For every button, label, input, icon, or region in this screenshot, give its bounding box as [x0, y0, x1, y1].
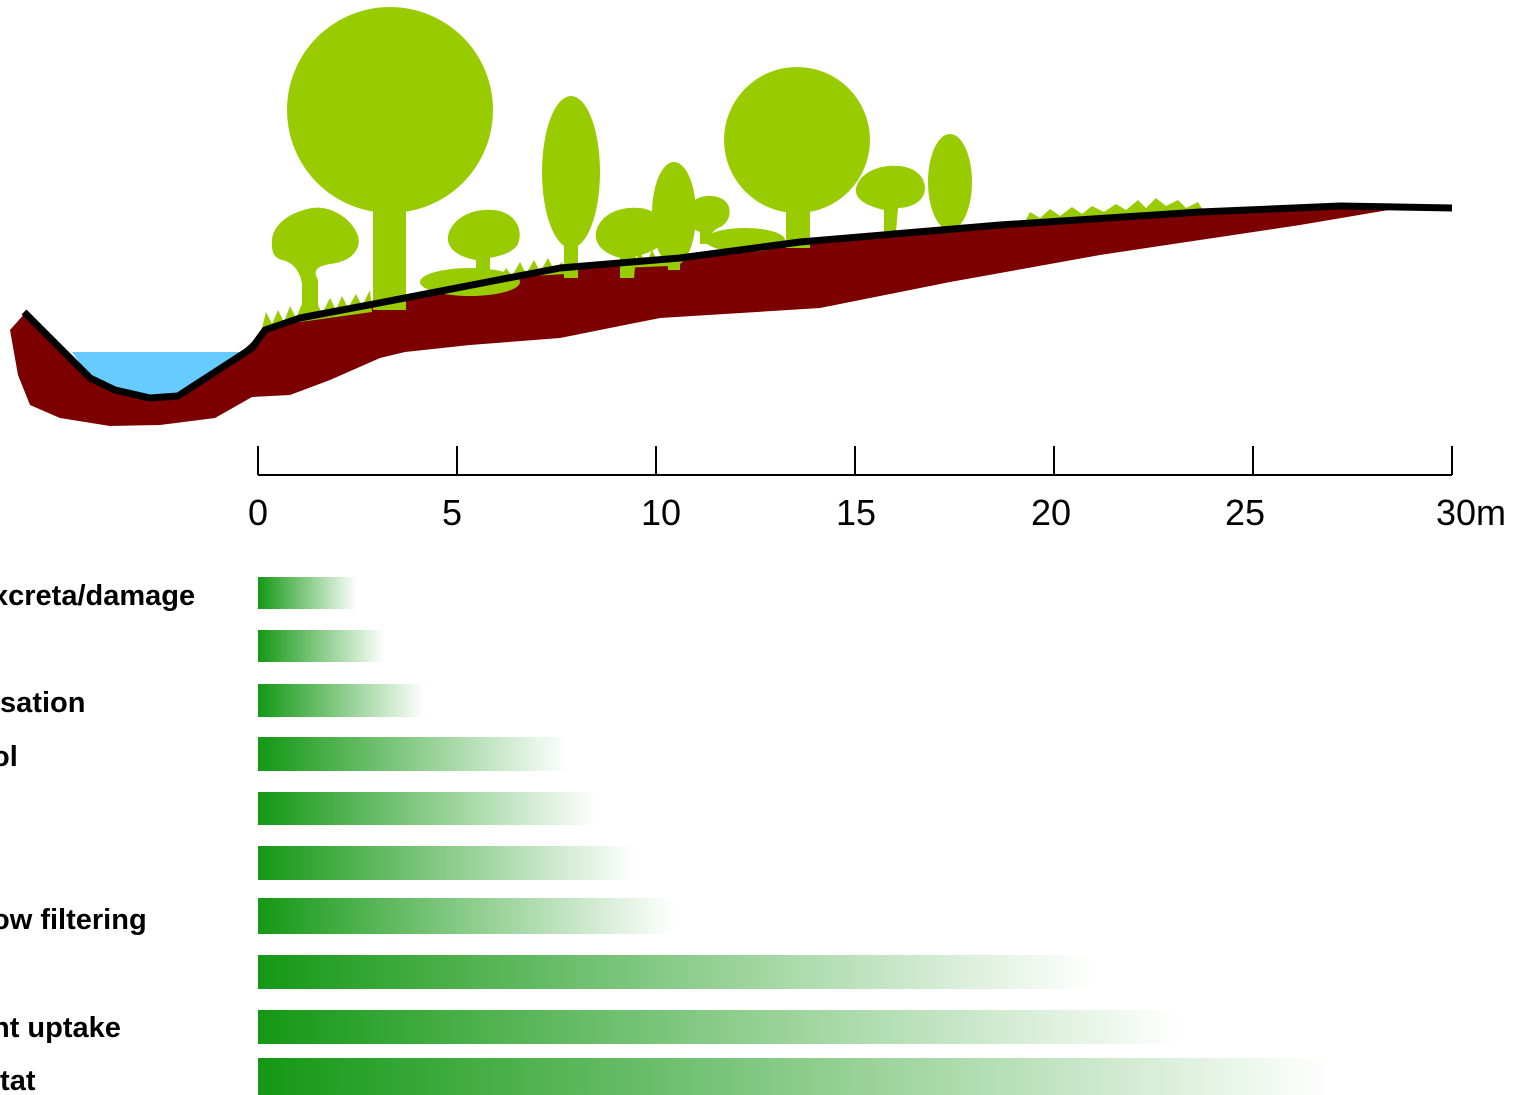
columnar-tree-1	[542, 96, 600, 278]
tick-label-10: 10	[641, 492, 681, 533]
bushy-tree-middle	[595, 207, 665, 278]
tick-label-15: 15	[836, 492, 876, 533]
columnar-tree-2	[652, 162, 696, 270]
extent-bar-4	[258, 737, 569, 771]
tick-label-5: 5	[442, 492, 462, 533]
distance-scale: 0 5 10 15 20 25 30m	[248, 446, 1506, 533]
extent-bar-8	[258, 955, 1094, 989]
extent-bar-6	[258, 846, 637, 880]
tick-label-0: 0	[248, 492, 268, 533]
soil-layer	[10, 208, 1400, 426]
riparian-cross-section	[10, 7, 1453, 426]
row-label-3: lsation	[0, 687, 85, 719]
row-label-7: ow filtering	[0, 904, 147, 936]
row-label-10: itat	[0, 1065, 36, 1095]
buffer-function-rows: xcreta/damage lsation ol ow filtering nt…	[0, 577, 1333, 1095]
tick-label-20: 20	[1031, 492, 1071, 533]
extent-bar-1	[258, 577, 358, 609]
row-label-4: ol	[0, 741, 18, 773]
medium-round-tree	[724, 67, 870, 248]
row-label-9: nt uptake	[0, 1012, 121, 1044]
bushy-tree-right	[855, 165, 925, 232]
extent-bar-2	[258, 630, 386, 662]
tick-label-25: 25	[1225, 492, 1265, 533]
columnar-tree-3	[928, 134, 972, 230]
extent-bar-9	[258, 1010, 1182, 1044]
extent-bar-5	[258, 792, 597, 825]
ground-surface-line	[21, 202, 1453, 402]
large-round-tree	[287, 7, 493, 310]
tick-label-30m: 30m	[1436, 492, 1506, 533]
water	[72, 352, 252, 398]
extent-bar-3	[258, 684, 426, 717]
grass-far	[1025, 198, 1204, 222]
row-label-1: xcreta/damage	[0, 580, 195, 612]
extent-bar-7	[258, 898, 676, 934]
extent-bar-10	[258, 1058, 1333, 1095]
bushy-tree-left	[271, 207, 359, 320]
